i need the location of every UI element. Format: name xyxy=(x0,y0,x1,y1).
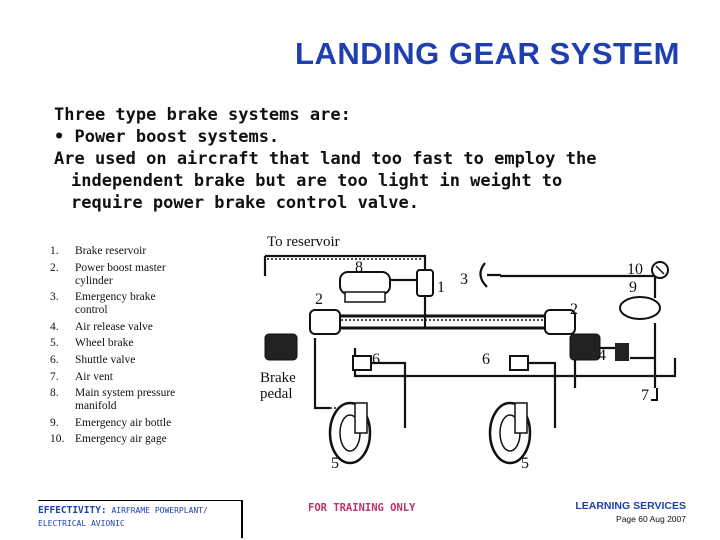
callout-10: 10 xyxy=(627,261,643,278)
callout-7: 7 xyxy=(641,387,649,404)
body-line-4: independent brake but are too light in w… xyxy=(71,171,563,191)
effectivity-footer: EFFECTIVITY: AIRFRAME POWERPLANT/ ELECTR… xyxy=(38,500,243,538)
wheel-brake-right xyxy=(488,401,532,465)
legend-label: Main system pressure manifold xyxy=(75,387,176,413)
brake-pedal-label-2: pedal xyxy=(260,386,292,402)
legend-item: 8. Main system pressure manifold xyxy=(50,387,190,413)
legend-num: 7. xyxy=(50,370,59,383)
legend-num: 9. xyxy=(50,416,59,429)
legend-item: 10. Emergency air gage xyxy=(50,433,225,446)
air-release-valve-4 xyxy=(615,343,629,361)
legend-label: Emergency brake control xyxy=(75,291,156,317)
master-cylinder-left xyxy=(309,309,341,335)
brake-line-left xyxy=(365,361,407,428)
shuttle-valve-right xyxy=(509,355,529,371)
callout-3: 3 xyxy=(460,271,468,288)
callout-1: 1 xyxy=(437,279,445,296)
callout-5-right: 5 xyxy=(521,455,529,472)
legend-label: Shuttle valve xyxy=(75,353,136,366)
organization-name: LEARNING SERVICES xyxy=(575,500,686,512)
legend-label: Emergency air gage xyxy=(75,433,167,446)
body-line-3: Are used on aircraft that land too fast … xyxy=(54,149,597,169)
shuttle-valve-left xyxy=(352,355,372,371)
to-reservoir-label: To reservoir xyxy=(267,234,340,250)
brake-line-right xyxy=(525,361,557,428)
brake-reservoir-1 xyxy=(416,269,434,297)
legend-num: 5. xyxy=(50,337,59,350)
legend-num: 8. xyxy=(50,387,59,400)
effectivity-value-1: AIRFRAME POWERPLANT/ xyxy=(111,506,208,515)
brake-pedal-label-1: Brake xyxy=(260,370,296,386)
callout-6-left: 6 xyxy=(372,351,380,368)
callout-4: 4 xyxy=(598,347,606,364)
legend-label: Wheel brake xyxy=(75,337,134,350)
emergency-air-bottle-9 xyxy=(619,296,661,320)
effectivity-value-2: ELECTRICAL AVIONIC xyxy=(38,519,125,528)
callout-5-left: 5 xyxy=(331,455,339,472)
brake-pedal-right xyxy=(569,333,601,361)
callout-8: 8 xyxy=(355,259,363,276)
legend-label: Air release valve xyxy=(75,320,153,333)
callout-2-left: 2 xyxy=(315,291,323,308)
pressure-manifold-8 xyxy=(339,271,391,303)
body-text: Three type brake systems are: • Power bo… xyxy=(54,104,694,214)
legend-label: Power boost master cylinder xyxy=(75,261,166,287)
legend-item: 4. Air release valve xyxy=(50,321,225,334)
legend-label: Emergency air bottle xyxy=(75,416,172,429)
body-line-5: require power brake control valve. xyxy=(71,193,419,213)
training-notice: FOR TRAINING ONLY xyxy=(308,502,416,514)
master-cylinder-right xyxy=(544,309,576,335)
body-line-2: • Power boost systems. xyxy=(54,127,280,147)
legend-num: 4. xyxy=(50,320,59,333)
wheel-brake-left xyxy=(328,401,372,465)
legend-num: 6. xyxy=(50,353,59,366)
slide-title: LANDING GEAR SYSTEM xyxy=(295,36,680,71)
brake-pedal-left xyxy=(264,333,298,361)
callout-2-right: 2 xyxy=(570,301,578,318)
callout-9: 9 xyxy=(629,279,637,296)
legend-num: 10. xyxy=(50,433,65,446)
legend-num: 3. xyxy=(50,291,59,304)
brake-system-diagram: To reservoir Brake pedal 8 1 3 10 9 2 2 … xyxy=(260,234,677,472)
legend-label: Air vent xyxy=(75,370,114,383)
legend-item: 1. Brake reservoir xyxy=(50,245,225,258)
legend-item: 3. Emergency brake control xyxy=(50,291,180,317)
callout-6-right: 6 xyxy=(482,351,490,368)
legend-item: 5. Wheel brake xyxy=(50,337,225,350)
legend-item: 6. Shuttle valve xyxy=(50,354,225,367)
legend-num: 2. xyxy=(50,261,59,274)
body-line-1: Three type brake systems are: xyxy=(54,105,351,125)
legend-item: 2. Power boost master cylinder xyxy=(50,262,190,288)
effectivity-label: EFFECTIVITY: xyxy=(38,505,107,516)
emergency-brake-control-3 xyxy=(479,262,501,288)
component-legend: 1. Brake reservoir 2. Power boost master c… xyxy=(50,245,225,450)
air-vent-7 xyxy=(651,388,658,401)
legend-item: 7. Air vent xyxy=(50,371,225,384)
page-info: Page 60 Aug 2007 xyxy=(616,514,686,524)
legend-num: 1. xyxy=(50,245,59,257)
legend-label: Brake reservoir xyxy=(75,245,147,257)
legend-item: 9. Emergency air bottle xyxy=(50,417,180,430)
